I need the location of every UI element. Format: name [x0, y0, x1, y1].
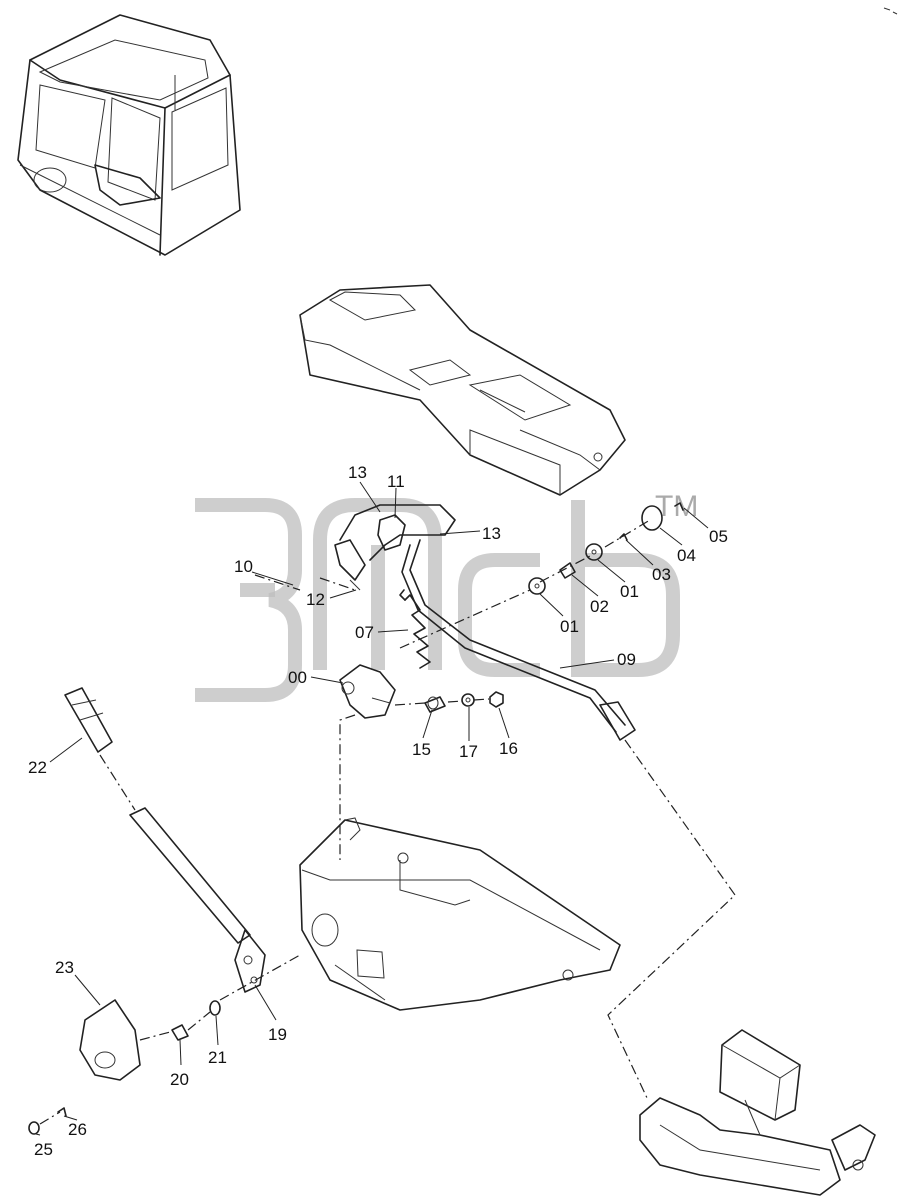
callout-17: 17: [459, 742, 478, 761]
callout-05: 05: [709, 527, 728, 546]
callout-03: 03: [652, 565, 671, 584]
washer-01-upper: [585, 543, 603, 561]
callout-19: 19: [268, 1025, 287, 1044]
callout-01-lower: 01: [560, 617, 579, 636]
callout-00: 00: [288, 668, 307, 687]
callout-07: 07: [355, 623, 374, 642]
spacer-20: [171, 1024, 189, 1041]
spring-07: [399, 589, 431, 669]
screw-05: [674, 502, 684, 511]
corner-marks: [883, 7, 898, 15]
callout-13-right: 13: [482, 524, 501, 543]
washer-01-lower: [528, 577, 546, 595]
bracket-assembly: [334, 504, 456, 591]
callout-10: 10: [234, 557, 253, 576]
callout-11: 11: [387, 472, 405, 491]
washer-17: [461, 693, 475, 707]
nut-16: [489, 691, 504, 708]
clip-03: [619, 533, 628, 541]
callout-01-upper: 01: [620, 582, 639, 601]
screw-26: [57, 1107, 67, 1117]
callout-13-upper: 13: [348, 463, 367, 482]
callout-21: 21: [208, 1048, 227, 1067]
lever-grip-22: [64, 687, 113, 753]
knob-04: [641, 505, 663, 531]
knob-23: [79, 999, 141, 1081]
console-lower-cover: [299, 817, 621, 1011]
cab-overview-illustration: [17, 14, 241, 256]
callout-02: 02: [590, 597, 609, 616]
callout-09: 09: [617, 650, 636, 669]
callout-labels: 13 11 13 10 12 07 00 15 17 16 09 01 02 0…: [28, 463, 728, 1159]
console-upper-cover: [299, 284, 626, 496]
callout-25: 25: [34, 1140, 53, 1159]
lower-bracket-assembly: [639, 1029, 876, 1196]
callout-26: 26: [68, 1120, 87, 1139]
washer-25: [28, 1121, 40, 1135]
lever-rod: [129, 807, 266, 993]
callout-15: 15: [412, 740, 431, 759]
callout-20: 20: [170, 1070, 189, 1089]
pin-15: [424, 696, 446, 713]
leader-lines: [35, 481, 709, 1136]
assembly-lines: [39, 519, 736, 1125]
callout-12: 12: [306, 590, 325, 609]
cable-09: [401, 539, 636, 741]
pin-02: [559, 562, 576, 579]
callout-04: 04: [677, 546, 696, 565]
washer-21: [209, 1000, 221, 1016]
lever-body-00: [339, 664, 396, 719]
watermark-logo: TM: [195, 490, 698, 702]
callout-23: 23: [55, 958, 74, 977]
callout-16: 16: [499, 739, 518, 758]
callout-22: 22: [28, 758, 47, 777]
